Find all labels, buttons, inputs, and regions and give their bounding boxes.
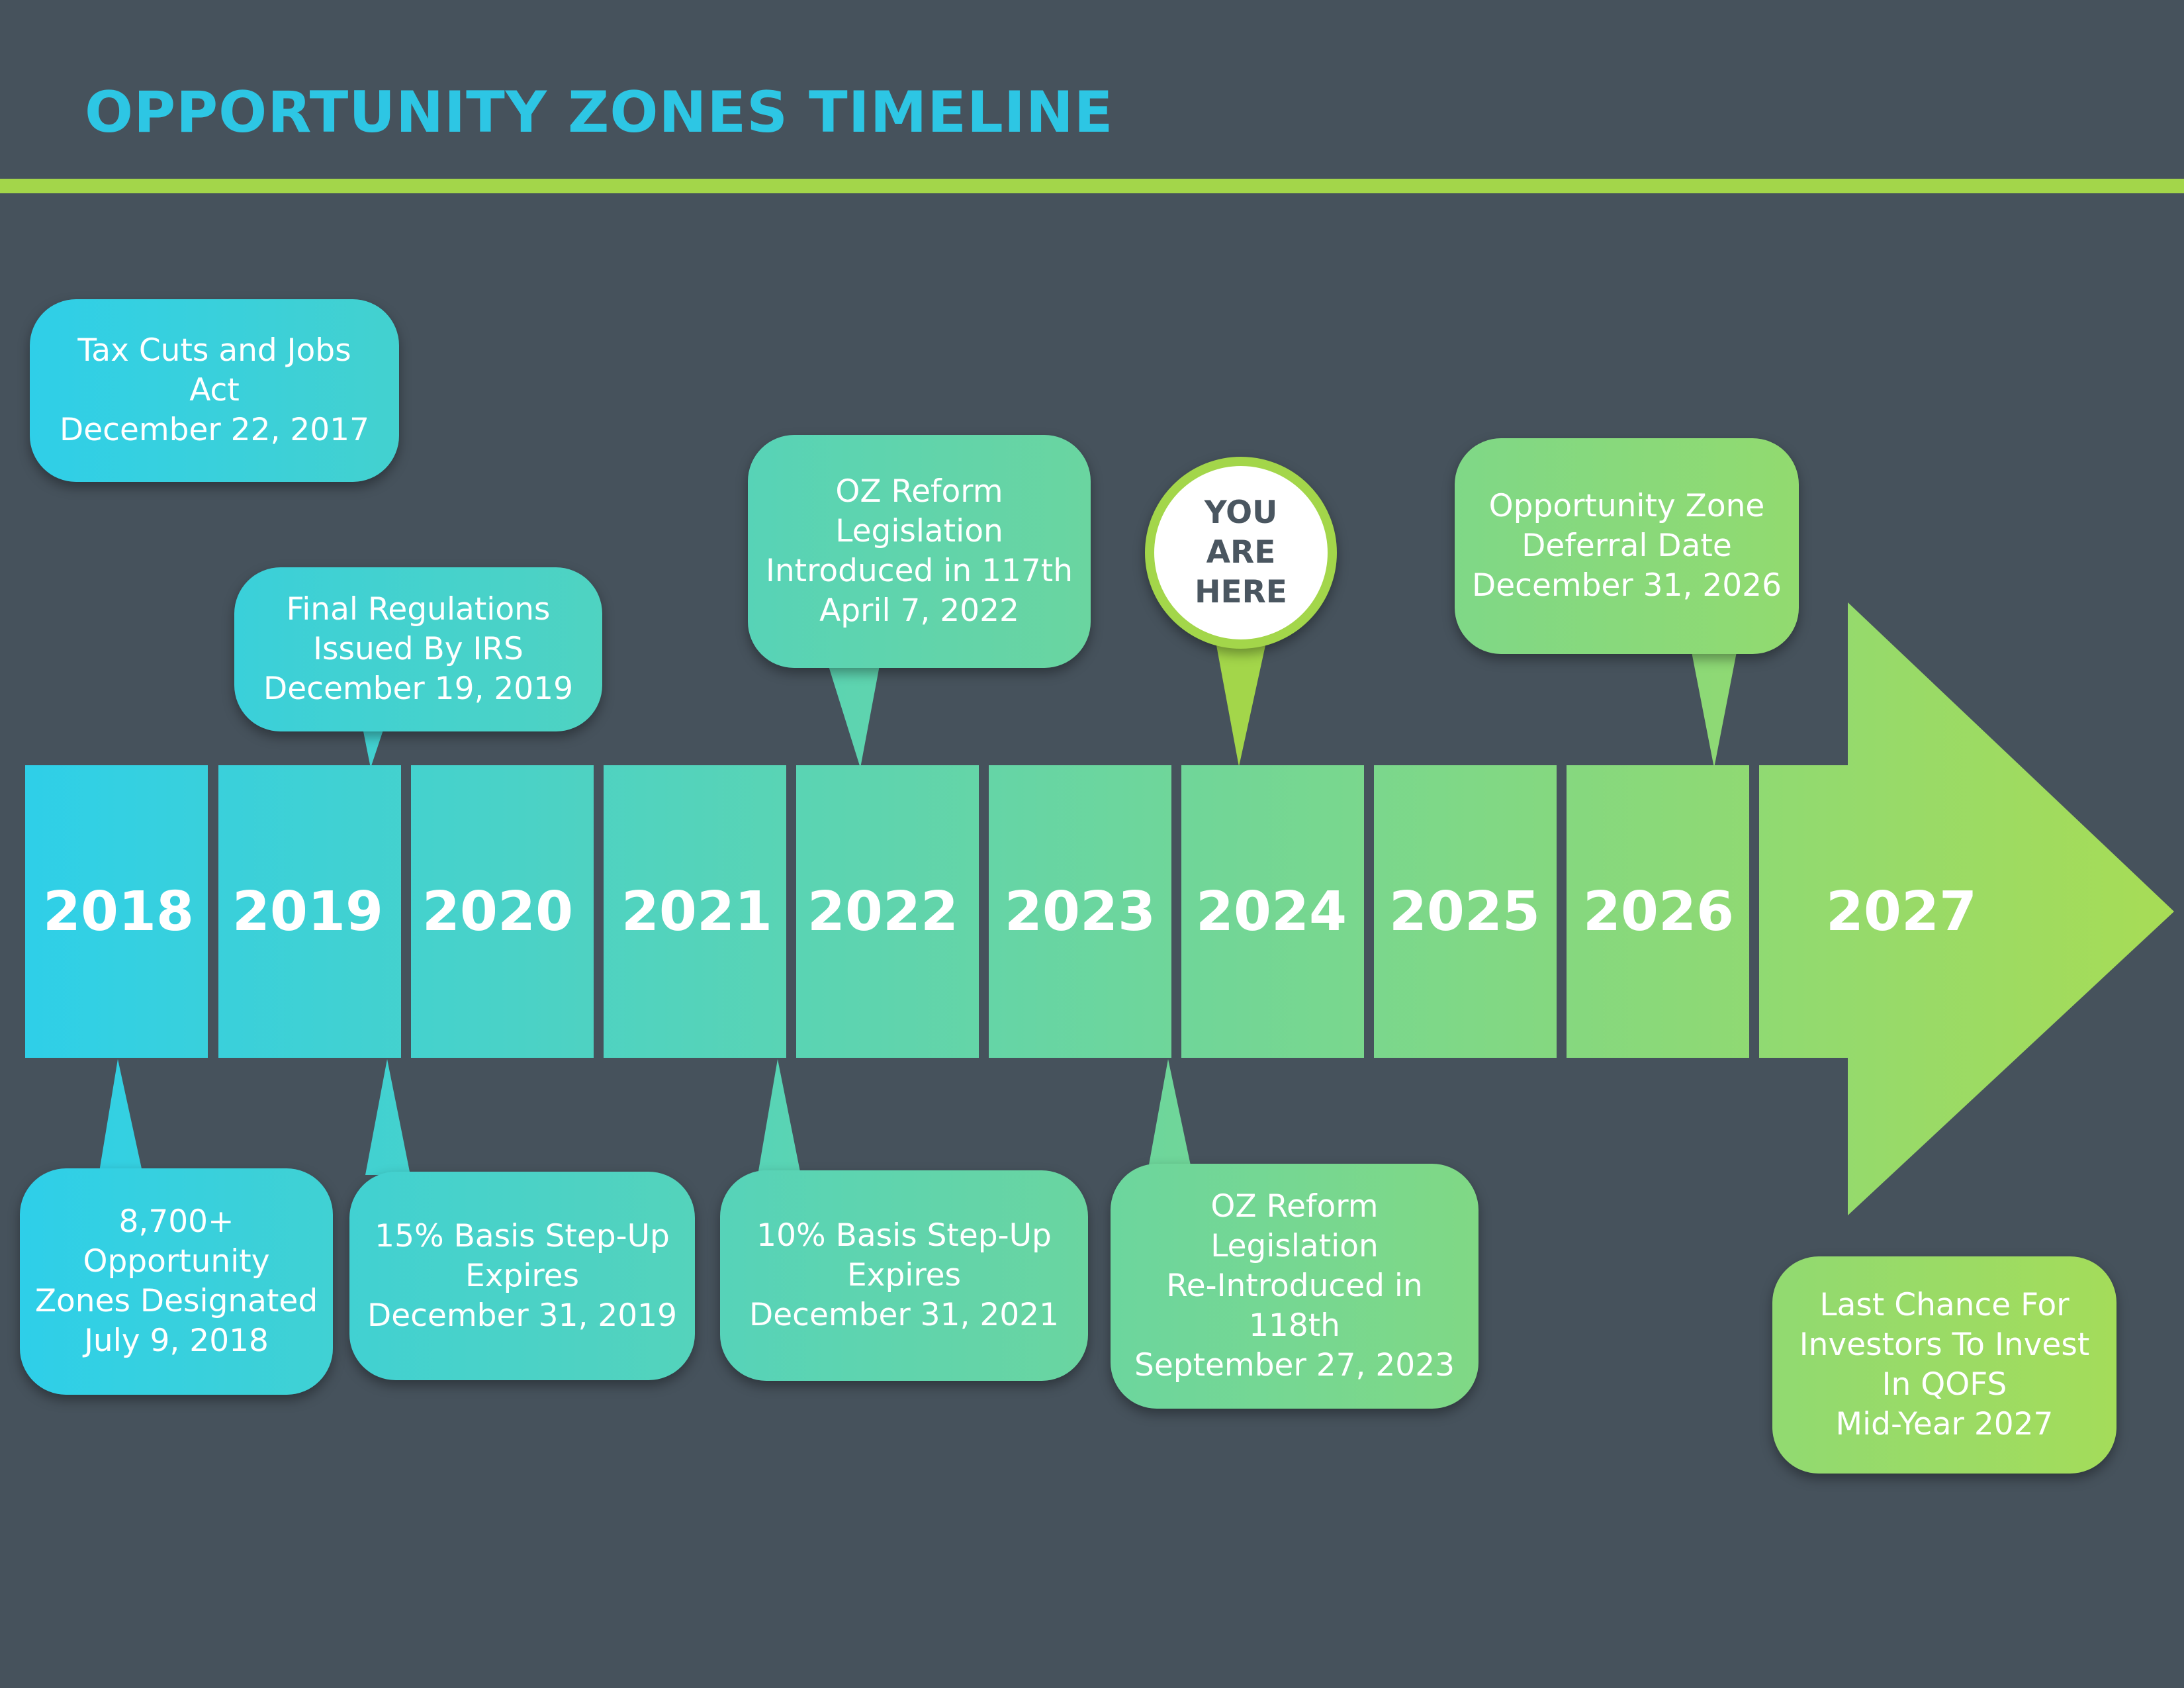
year-label-2021: 2021 [621, 880, 772, 943]
callout-pointer-step-up-15 [365, 1059, 410, 1175]
year-segment-2019 [218, 765, 401, 1058]
year-label-2025: 2025 [1389, 880, 1540, 943]
callout-pointer-zones-designated [99, 1059, 142, 1172]
year-segment-2022 [796, 765, 979, 1058]
year-label-2018: 2018 [43, 880, 194, 943]
year-label-2024: 2024 [1196, 880, 1347, 943]
callout-last-chance: Last Chance For Investors To Invest In Q… [1772, 1256, 2116, 1474]
callout-10-basis-step-up: 10% Basis Step-Up Expires December 31, 2… [720, 1170, 1088, 1381]
callout-tax-cuts-and-jobs-act: Tax Cuts and Jobs Act December 22, 2017 [30, 299, 399, 482]
title-divider [0, 179, 2184, 193]
year-label-2019: 2019 [232, 880, 383, 943]
year-label-2026: 2026 [1583, 880, 1734, 943]
callout-15-basis-step-up: 15% Basis Step-Up Expires December 31, 2… [349, 1172, 695, 1380]
callout-pointer-step-up-10 [758, 1059, 801, 1175]
year-segment-2025 [1374, 765, 1557, 1058]
year-segment-2026 [1567, 765, 1749, 1058]
callout-final-regulations: Final Regulations Issued By IRS December… [234, 567, 602, 731]
year-segment-2021 [604, 765, 786, 1058]
page-title: OPPORTUNITY ZONES TIMELINE [85, 79, 1114, 146]
timeline-arrow-head [1759, 602, 2174, 1215]
year-segment-2023 [989, 765, 1171, 1058]
callout-deferral-date: Opportunity Zone Deferral Date December … [1455, 438, 1799, 654]
callout-oz-reform-118th: OZ Reform Legislation Re-Introduced in 1… [1111, 1164, 1479, 1409]
callout-pointer-deferral-date [1691, 649, 1737, 768]
year-label-2023: 2023 [1005, 880, 1156, 943]
year-label-2022: 2022 [807, 880, 958, 943]
callout-pointer-oz-reform-118 [1148, 1059, 1191, 1168]
callout-pointer-you-are-here [1216, 645, 1265, 767]
year-label-2020: 2020 [422, 880, 573, 943]
year-label-2027: 2027 [1826, 880, 1977, 943]
callout-oz-reform-117th: OZ Reform Legislation Introduced in 117t… [748, 435, 1091, 668]
you-are-here-badge: YOU ARE HERE [1145, 457, 1337, 649]
year-segment-2018 [25, 765, 208, 1058]
callout-pointer-oz-reform-117 [827, 662, 880, 768]
year-segment-2024 [1181, 765, 1364, 1058]
year-segment-2020 [411, 765, 594, 1058]
callout-zones-designated: 8,700+ Opportunity Zones Designated July… [20, 1168, 333, 1395]
